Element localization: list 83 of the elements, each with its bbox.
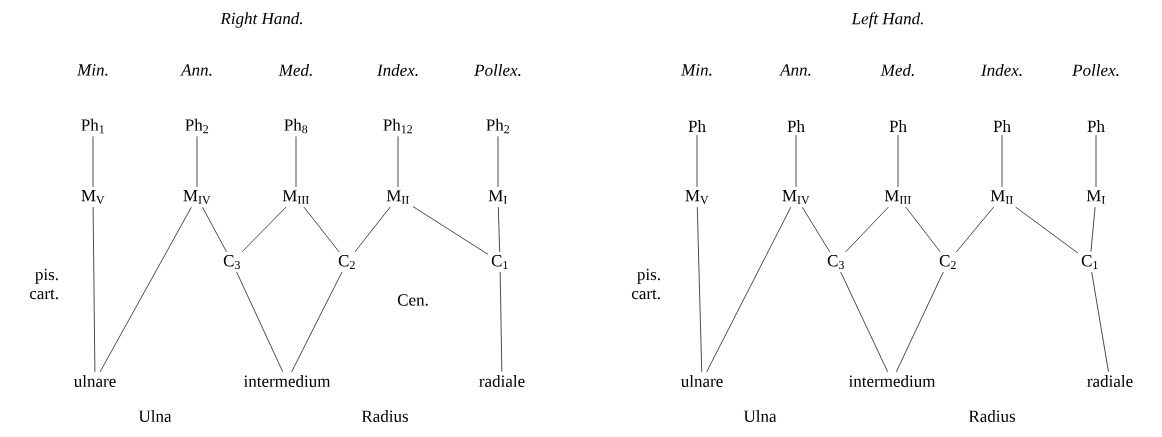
connecting-line — [497, 136, 499, 188]
connecting-line — [397, 136, 399, 188]
connecting-line — [696, 206, 703, 373]
bone-label: intermedium — [243, 375, 331, 387]
connecting-line — [354, 206, 391, 253]
bone-label: Ulna — [138, 410, 172, 422]
bone-label: Ph — [787, 120, 805, 132]
bone-label: Ph — [993, 120, 1011, 132]
connecting-line — [696, 134, 698, 188]
bone-label: radiale — [1087, 375, 1133, 387]
bone-label: Ulna — [743, 410, 777, 422]
connecting-line — [905, 206, 941, 253]
bone-label: radiale — [479, 375, 525, 387]
bone-label: Ph — [1087, 120, 1105, 132]
bone-label: C$_{1}$ — [491, 255, 508, 269]
connecting-line — [801, 206, 831, 253]
bone-label: C$_{3}$ — [223, 255, 240, 269]
connecting-line — [956, 206, 994, 253]
bone-label: Cen. — [397, 294, 428, 306]
bone-label: M$_{I}$ — [1086, 190, 1105, 204]
bone-label: M$_{II}$ — [386, 190, 409, 204]
bone-label: Radius — [968, 410, 1015, 422]
finger-label: Ann. — [180, 64, 212, 76]
connecting-line — [196, 136, 198, 188]
connecting-line — [92, 206, 96, 373]
bone-label: M$_{IV}$ — [183, 190, 211, 204]
finger-label: Index. — [376, 64, 418, 76]
finger-label: Index. — [980, 64, 1022, 76]
finger-label: Pollex. — [1072, 64, 1119, 76]
bone-label: ulnare — [681, 375, 723, 387]
connecting-line — [497, 206, 501, 253]
connecting-line — [1090, 206, 1096, 253]
finger-label: Pollex. — [474, 64, 521, 76]
connecting-line — [303, 206, 340, 253]
bone-label: Ph$_{2}$ — [486, 118, 510, 134]
bone-label: Ph$_{12}$ — [383, 118, 413, 134]
connecting-line — [202, 206, 227, 253]
connecting-line — [1091, 271, 1109, 373]
bone-label: Ph — [889, 120, 907, 132]
connecting-line — [99, 206, 192, 373]
bone-label: M$_{V}$ — [81, 190, 105, 204]
connecting-line — [92, 136, 94, 188]
connecting-line — [897, 134, 899, 188]
bone-label: Ph$_{8}$ — [284, 118, 308, 134]
finger-label: Min. — [77, 64, 108, 76]
finger-label: Ann. — [779, 64, 811, 76]
connecting-line — [412, 206, 489, 255]
connecting-line — [1001, 134, 1003, 188]
connecting-line — [1095, 134, 1097, 188]
bone-label: intermedium — [848, 375, 936, 387]
finger-label: Min. — [681, 64, 712, 76]
bone-label: Ph — [688, 120, 706, 132]
connecting-line — [295, 136, 297, 188]
connecting-line — [291, 271, 343, 373]
bone-label: M$_{II}$ — [990, 190, 1013, 204]
bone-label: pis. cart. — [29, 268, 58, 300]
connecting-line — [845, 206, 889, 253]
bone-label: M$_{III}$ — [282, 190, 309, 204]
finger-label: Med. — [278, 64, 312, 76]
connecting-line — [795, 134, 797, 188]
bone-label: C$_{1}$ — [1081, 255, 1098, 269]
connecting-line — [1015, 206, 1079, 254]
connecting-line — [241, 206, 287, 253]
bone-label: M$_{I}$ — [488, 190, 507, 204]
bone-label: Ph$_{1}$ — [81, 118, 104, 134]
bone-label: C$_{2}$ — [939, 255, 956, 269]
connecting-line — [840, 271, 889, 373]
connecting-line — [895, 271, 944, 373]
finger-label: Right Hand. — [220, 12, 303, 28]
connecting-line — [706, 206, 792, 373]
bone-label: pis. cart. — [631, 268, 660, 300]
connecting-line — [236, 271, 284, 373]
bone-label: Ph$_{2}$ — [185, 118, 209, 134]
bone-label: M$_{IV}$ — [782, 190, 810, 204]
bone-label: ulnare — [74, 375, 116, 387]
bone-label: M$_{V}$ — [685, 190, 709, 204]
bone-label: M$_{III}$ — [884, 190, 911, 204]
connecting-line — [499, 271, 503, 373]
bone-label: C$_{3}$ — [827, 255, 844, 269]
bone-label: C$_{2}$ — [338, 255, 355, 269]
finger-label: Med. — [880, 64, 914, 76]
bone-label: Radius — [361, 410, 408, 422]
finger-label: Left Hand. — [851, 12, 923, 28]
